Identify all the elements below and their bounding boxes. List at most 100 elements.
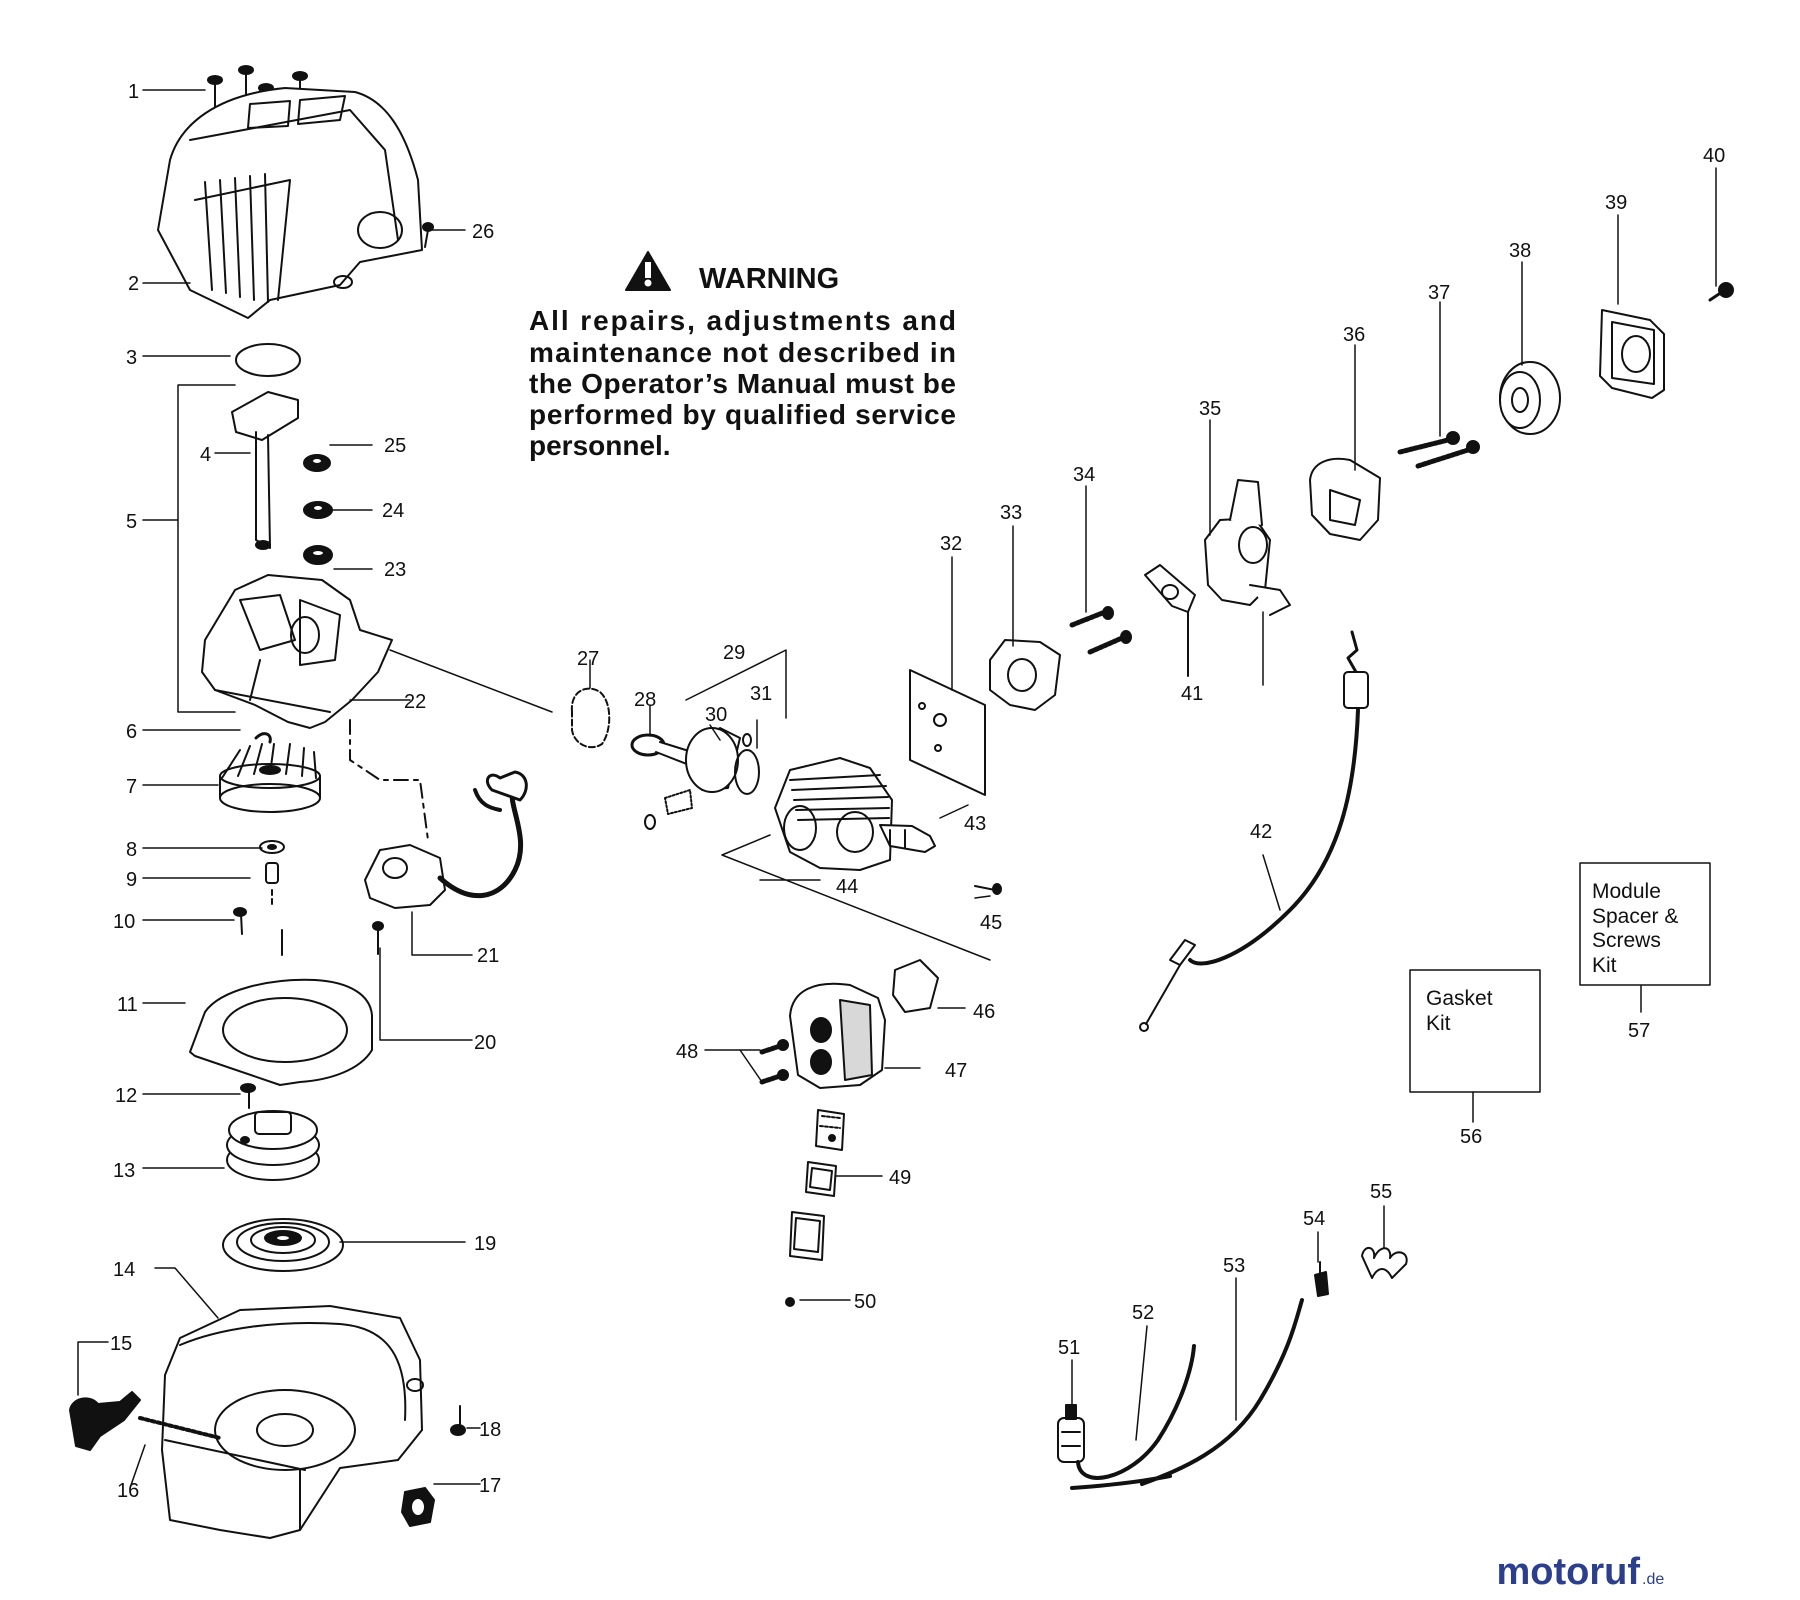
cylinder-drawing xyxy=(774,757,893,871)
flywheel-drawing xyxy=(219,743,321,813)
watermark-tld: .de xyxy=(1642,1571,1664,1588)
module-kit-box xyxy=(1579,862,1711,986)
callout-54: 54 xyxy=(1303,1208,1325,1230)
callout-49: 49 xyxy=(889,1167,911,1189)
fuel-line-52-drawing xyxy=(1076,1344,1196,1480)
line-clip-drawing xyxy=(1361,1247,1408,1279)
callout-27: 27 xyxy=(577,648,599,670)
callout-44: 44 xyxy=(836,876,858,898)
screw-12-drawing xyxy=(240,1083,256,1093)
callout-19: 19 xyxy=(474,1233,496,1255)
callout-23: 23 xyxy=(384,559,406,581)
callout-55: 55 xyxy=(1370,1181,1392,1203)
callout-6: 6 xyxy=(126,721,137,743)
fuel-filter-drawing xyxy=(1057,1404,1085,1463)
wrist-pin-drawing xyxy=(664,789,693,815)
warning-title: WARNING xyxy=(699,263,839,295)
callout-31: 31 xyxy=(750,683,772,705)
callout-24: 24 xyxy=(382,500,404,522)
callout-16: 16 xyxy=(117,1480,139,1502)
spark-screen-drawing xyxy=(789,1109,845,1261)
callout-45: 45 xyxy=(980,912,1002,934)
washer-drawing xyxy=(259,840,285,854)
watermark: motoruf .de xyxy=(1496,1551,1664,1593)
warning-line-1: All repairs, adjustments and xyxy=(529,305,956,336)
starter-handle-drawing xyxy=(69,1391,222,1451)
callout-5: 5 xyxy=(126,511,137,533)
o-ring-drawing xyxy=(235,343,301,377)
intake-gasket-drawing xyxy=(909,669,986,796)
air-filter-drawing xyxy=(1499,361,1561,435)
piston-ring-drawing xyxy=(734,749,760,795)
callout-47: 47 xyxy=(945,1060,967,1082)
callout-46: 46 xyxy=(973,1001,995,1023)
callout-18: 18 xyxy=(479,1419,501,1441)
crankcase-drawing xyxy=(201,574,393,729)
screw-40-drawing xyxy=(1708,282,1734,302)
screws-37-drawing xyxy=(1397,431,1480,469)
warning-line-5: personnel. xyxy=(529,430,671,461)
screw-10-drawing xyxy=(233,907,247,935)
gasket-kit-line-1: Gasket xyxy=(1426,987,1493,1010)
callout-21: 21 xyxy=(477,945,499,967)
crankcase-gasket-drawing xyxy=(570,687,611,749)
warning-triangle-icon xyxy=(625,251,671,291)
screws-48-drawing xyxy=(759,1039,789,1085)
callout-37: 37 xyxy=(1428,282,1450,304)
watermark-brand: motoruf xyxy=(1496,1551,1640,1593)
callout-7: 7 xyxy=(126,776,137,798)
callout-10: 10 xyxy=(113,911,135,933)
engine-cover-drawing xyxy=(157,87,423,319)
grommet-drawing xyxy=(401,1487,435,1527)
callout-22: 22 xyxy=(404,691,426,713)
callout-56: 56 xyxy=(1460,1126,1482,1148)
callout-40: 40 xyxy=(1703,145,1725,167)
pulley-drawing xyxy=(226,1110,320,1181)
screw-45-drawing xyxy=(974,883,1002,895)
spark-plug-drawing xyxy=(879,824,936,853)
clip-drawing xyxy=(254,732,272,744)
starter-housing-drawing xyxy=(161,1305,424,1539)
starter-plate-drawing xyxy=(189,978,373,1086)
callout-4: 4 xyxy=(200,444,211,466)
throttle-cable-drawing xyxy=(1139,630,1369,1032)
module-kit-line-2: Spacer & xyxy=(1592,905,1678,928)
air-filter-cover-drawing xyxy=(1599,309,1665,399)
warning-line-2: maintenance not described in xyxy=(529,337,956,368)
callout-1: 1 xyxy=(128,81,139,103)
air-filter-base-drawing xyxy=(1309,457,1381,541)
module-kit-line-3: Screws xyxy=(1592,929,1661,952)
callout-26: 26 xyxy=(472,221,494,243)
nut-50-drawing xyxy=(785,1297,795,1307)
screw-26-drawing xyxy=(422,222,434,248)
warning-line-3: the Operator’s Manual must be xyxy=(529,368,956,399)
callout-3: 3 xyxy=(126,347,137,369)
leader-lines xyxy=(77,89,1717,1489)
module-kit-line-1: Module xyxy=(1592,880,1661,903)
callout-30: 30 xyxy=(705,704,727,726)
gasket-kit-box xyxy=(1409,969,1541,1093)
screw-18-drawing xyxy=(450,1405,466,1436)
callout-labels: 1 2 3 4 5 6 7 8 9 10 11 12 13 14 15 16 1… xyxy=(110,81,1725,1502)
warning-line-4: performed by qualified service xyxy=(529,399,956,430)
callout-9: 9 xyxy=(126,869,137,891)
module-kit-line-4: Kit xyxy=(1592,954,1617,977)
recoil-spring-drawing xyxy=(222,1218,344,1272)
ignition-module-drawing xyxy=(364,770,528,955)
carburetor-drawing xyxy=(1204,479,1291,616)
callout-20: 20 xyxy=(474,1032,496,1054)
fuel-fitting-drawing xyxy=(1314,1261,1329,1297)
bearings-drawing xyxy=(303,454,333,565)
callout-29: 29 xyxy=(723,642,745,664)
callout-53: 53 xyxy=(1223,1255,1245,1277)
callout-13: 13 xyxy=(113,1160,135,1182)
callout-12: 12 xyxy=(115,1085,137,1107)
callout-34: 34 xyxy=(1073,464,1095,486)
callout-35: 35 xyxy=(1199,398,1221,420)
gasket-kit-line-2: Kit xyxy=(1426,1012,1451,1035)
callout-36: 36 xyxy=(1343,324,1365,346)
drive-shaft-drawing xyxy=(231,391,299,550)
callout-2: 2 xyxy=(128,273,139,295)
muffler-drawing xyxy=(789,982,886,1089)
